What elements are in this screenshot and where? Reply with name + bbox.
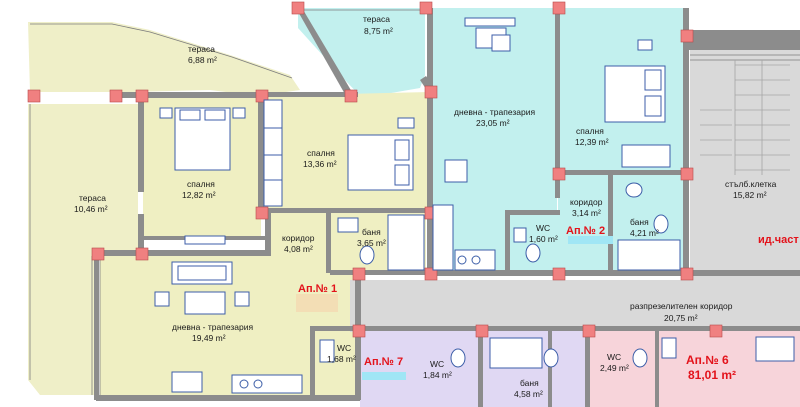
apt7-highlight bbox=[362, 372, 406, 380]
wall-wc1-left bbox=[310, 326, 315, 398]
highlight-strip bbox=[568, 236, 613, 244]
wall-diagonal-left bbox=[296, 8, 352, 96]
terrace-center-name: тераса bbox=[363, 14, 390, 24]
wall-b1-left bbox=[138, 96, 144, 192]
wall-bath7-right bbox=[548, 330, 552, 407]
kitchen-counter-icon bbox=[432, 204, 454, 271]
terrace-center-area: 8,75 m² bbox=[364, 26, 393, 36]
stair-steps bbox=[700, 60, 790, 175]
apt7-label: Ап.№ 7 bbox=[364, 356, 404, 368]
living-2-name: дневна - трапезария bbox=[454, 107, 536, 117]
corridor-2-area: 3,14 m² bbox=[572, 208, 601, 218]
apt2-label: Ап.№ 2 bbox=[566, 225, 606, 237]
bedroom-3-name: спалня bbox=[576, 126, 604, 136]
bedroom-2-area: 13,36 m² bbox=[303, 159, 337, 169]
terrace-top-railing bbox=[30, 23, 293, 79]
terrace-top-area: 6,88 m² bbox=[188, 55, 217, 65]
wall-entry1-top bbox=[330, 270, 430, 275]
wc-6-area: 2,49 m² bbox=[600, 363, 629, 373]
wall-living1-top bbox=[94, 250, 270, 256]
wall-b3-bottom bbox=[555, 170, 687, 175]
corridor-2-name: коридор bbox=[570, 197, 603, 207]
terrace-left-fill bbox=[28, 104, 138, 395]
bathtub-icon bbox=[387, 214, 425, 271]
corridor-1-name: коридор bbox=[282, 233, 315, 243]
wall-wc2-top bbox=[505, 210, 560, 215]
dist-corridor-area: 20,75 m² bbox=[664, 313, 698, 323]
staircase-fill bbox=[690, 50, 800, 280]
living-1-area: 19,49 m² bbox=[192, 333, 226, 343]
bedroom-2-name: спалня bbox=[307, 148, 335, 158]
wc-7-name: WC bbox=[430, 359, 445, 369]
wall-apt2-left bbox=[427, 8, 433, 280]
wall-lower-top bbox=[358, 326, 800, 331]
corridor-1-area: 4,08 m² bbox=[284, 244, 313, 254]
staircase-name: стълб.клетка bbox=[725, 179, 777, 189]
ideal-share-label: ид.част bbox=[758, 234, 799, 246]
columns bbox=[27, 1, 723, 338]
bath-1-area: 3,65 m² bbox=[357, 238, 386, 248]
wall-living1-bottom bbox=[96, 395, 360, 401]
terrace-center-fill bbox=[298, 8, 425, 98]
wall-corr2-right bbox=[608, 173, 613, 273]
wc-1-area: 1,68 m² bbox=[327, 354, 356, 364]
wall-b2-top bbox=[258, 92, 358, 97]
wc-6-name: WC bbox=[607, 352, 622, 362]
wall-living1-right bbox=[265, 210, 271, 256]
wc-7-area: 1,84 m² bbox=[423, 370, 452, 380]
bath-7-area: 4,58 m² bbox=[514, 389, 543, 399]
bedroom-1-area: 12,82 m² bbox=[182, 190, 216, 200]
terrace-top-fill bbox=[28, 22, 300, 96]
bathtub-icon bbox=[617, 239, 681, 271]
corridor-2-fill bbox=[558, 173, 610, 270]
bath-2-area: 4,21 m² bbox=[630, 228, 659, 238]
living-1-name: дневна - трапезария bbox=[172, 322, 254, 332]
apt6-label: Ап.№ 6 bbox=[686, 353, 729, 367]
wall-left-terrace-right bbox=[94, 250, 99, 400]
living-2-area: 23,05 m² bbox=[476, 118, 510, 128]
dist-corridor-fill bbox=[350, 280, 800, 332]
wall-wc1-top bbox=[310, 326, 358, 331]
wardrobe-icon bbox=[263, 99, 283, 207]
dist-corridor-name: разпрезелителен коридор bbox=[630, 301, 733, 311]
wall-apt2-mid bbox=[555, 8, 560, 198]
apt7-fill bbox=[360, 330, 588, 407]
bath-1-name: баня bbox=[362, 227, 381, 237]
wc-2-name: WC bbox=[536, 223, 551, 233]
wall-apt2-right bbox=[683, 8, 689, 280]
wall-terrace-bottom bbox=[110, 92, 260, 98]
wall-b1-left-lower bbox=[138, 214, 144, 254]
wc-1-name: WC bbox=[337, 343, 352, 353]
wall-wc7-right bbox=[478, 330, 483, 407]
kitchen-counter-icon bbox=[231, 374, 303, 394]
bath-7-name: баня bbox=[520, 378, 539, 388]
terrace-left-name: тераса bbox=[79, 193, 106, 203]
wc-2-area: 1,60 m² bbox=[529, 234, 558, 244]
bath-2-name: баня bbox=[630, 217, 649, 227]
wall-entry1-right bbox=[355, 275, 361, 400]
wall-wc6-right bbox=[655, 330, 659, 407]
wall-stair-bottom bbox=[686, 270, 800, 276]
terrace-top-name: тераса bbox=[188, 44, 215, 54]
wall-wc2-left bbox=[505, 210, 510, 275]
bedroom-1-name: спалня bbox=[187, 179, 215, 189]
desk-icon bbox=[184, 235, 226, 245]
apt6-area: 81,01 m² bbox=[688, 368, 737, 382]
staircase-area: 15,82 m² bbox=[733, 190, 767, 200]
terrace-left-area: 10,46 m² bbox=[74, 204, 108, 214]
wall-top-right-block bbox=[689, 30, 800, 50]
bathtub-icon bbox=[489, 337, 543, 369]
wall-corr1-right bbox=[326, 213, 331, 273]
dining-table-icon bbox=[184, 291, 226, 315]
wall-apt7-apt6 bbox=[585, 330, 590, 407]
wall-b1-right bbox=[258, 92, 264, 212]
wardrobe-icon bbox=[621, 144, 671, 168]
bedroom-3-area: 12,39 m² bbox=[575, 137, 609, 147]
furniture bbox=[154, 17, 795, 394]
wall-b2-bottom bbox=[262, 208, 430, 213]
dining-table-icon bbox=[444, 159, 468, 183]
apt1-label: Ап.№ 1 bbox=[298, 283, 338, 295]
apt1-highlight bbox=[296, 294, 338, 312]
